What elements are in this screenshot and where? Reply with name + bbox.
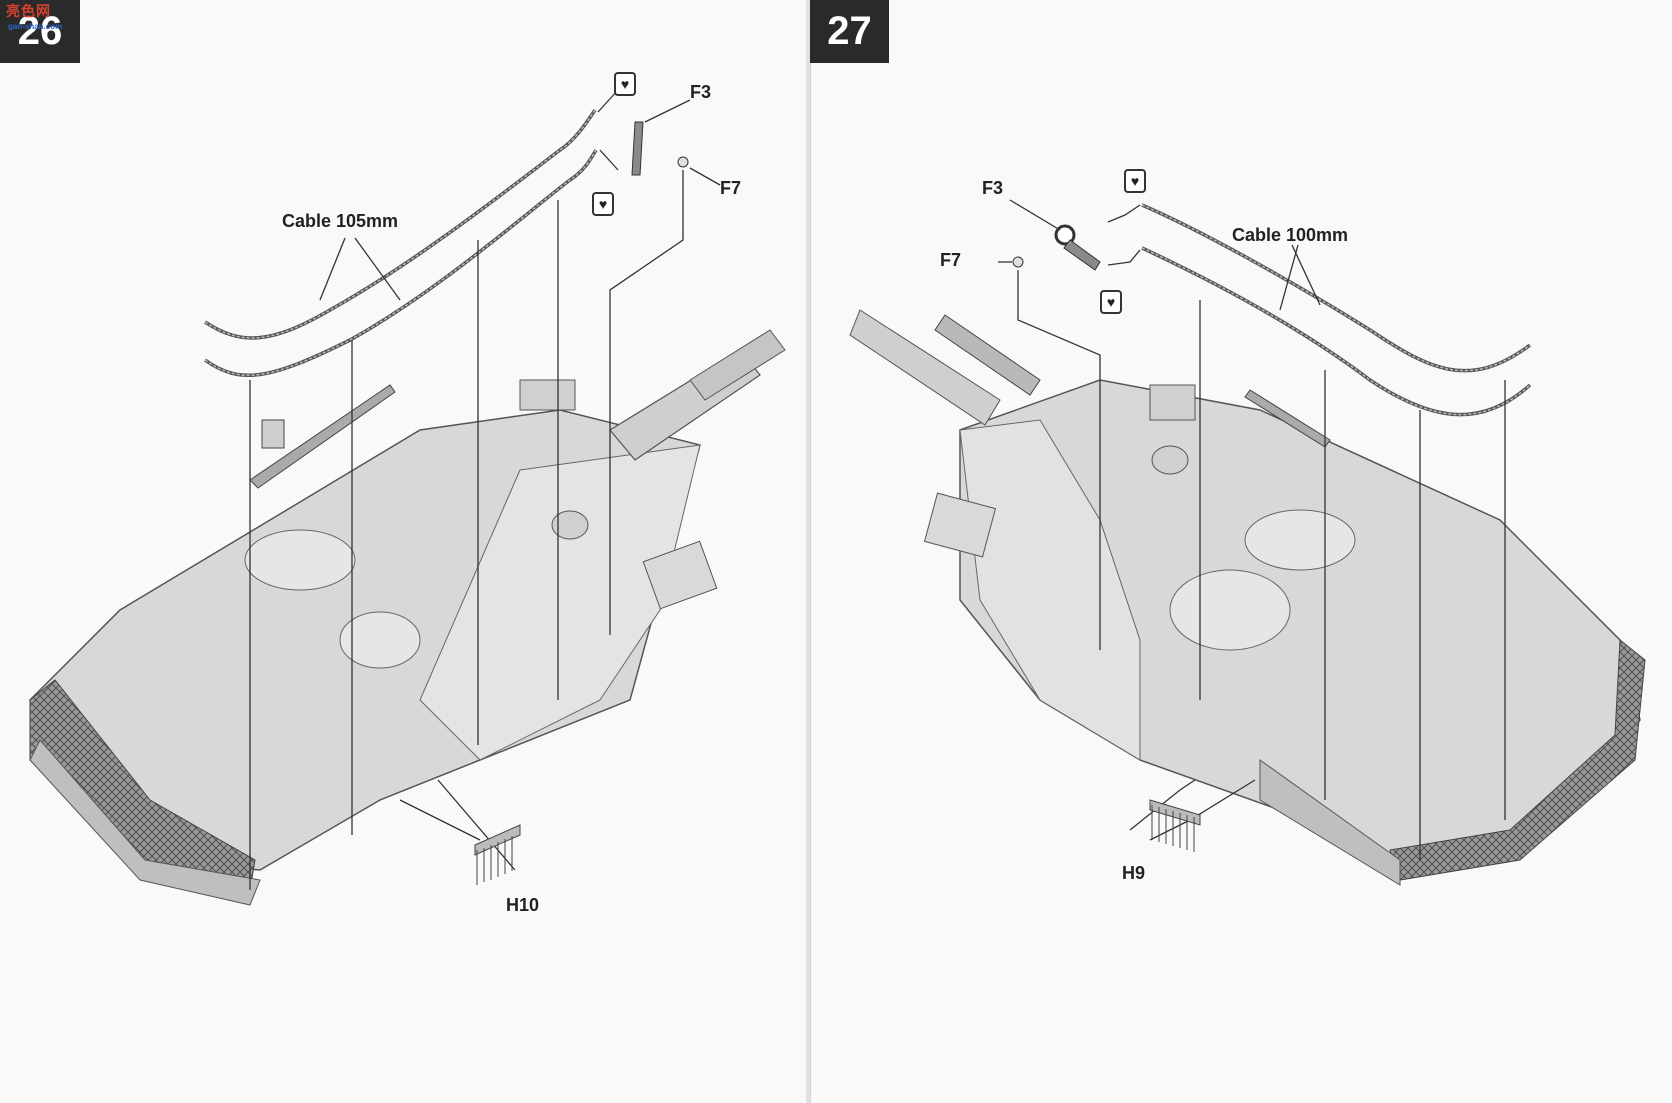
part-f3-left xyxy=(631,121,644,176)
broken-heart-icon: ♥ xyxy=(592,192,614,216)
step-number-badge-left: 26 xyxy=(0,0,80,63)
part-f7-left xyxy=(677,156,689,168)
page-gutter xyxy=(806,0,810,1103)
watermark-url: gan-shan.com xyxy=(8,22,63,31)
right-leader-lines xyxy=(998,199,1506,860)
label-h10: H10 xyxy=(506,895,540,915)
part-h9-handles xyxy=(1149,799,1201,852)
right-cables-highlight xyxy=(1141,204,1531,416)
left-turret-drawing xyxy=(29,329,786,906)
watermark-logo: 亮色网 xyxy=(6,3,51,19)
left-cables xyxy=(203,109,598,377)
step-number-badge-right: 27 xyxy=(810,0,889,63)
label-f3-left: F3 xyxy=(690,82,712,102)
label-cable-left: Cable 105mm xyxy=(282,211,399,231)
right-turret-drawing xyxy=(849,309,1646,886)
broken-heart-icon: ♥ xyxy=(1100,290,1122,314)
label-f3-right: F3 xyxy=(982,178,1004,198)
part-h10-handles xyxy=(474,824,521,885)
part-f7-right xyxy=(1012,256,1024,268)
left-leader-lines xyxy=(249,89,721,890)
left-cables-highlight xyxy=(204,109,597,376)
label-f7-right: F7 xyxy=(940,250,962,270)
label-f7-left: F7 xyxy=(720,178,742,198)
label-h9: H9 xyxy=(1122,863,1146,883)
part-f3-right xyxy=(1054,224,1101,271)
broken-heart-icon: ♥ xyxy=(614,72,636,96)
label-cable-right: Cable 100mm xyxy=(1232,225,1349,245)
broken-heart-icon: ♥ xyxy=(1124,169,1146,193)
